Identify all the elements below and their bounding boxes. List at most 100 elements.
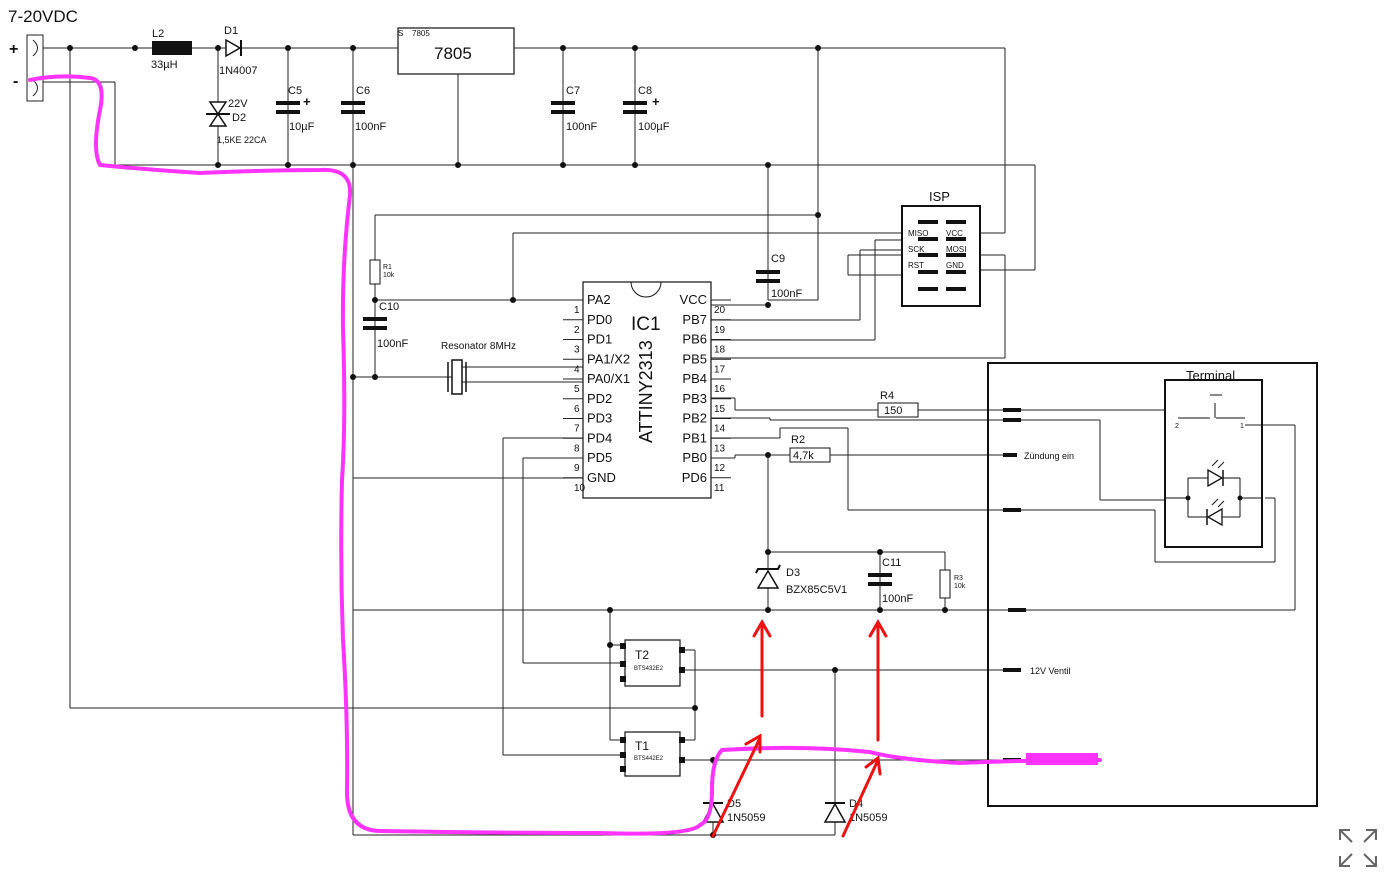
- ic-pin-name: PD3: [587, 411, 612, 426]
- capacitor-c10: C10 100nF: [363, 301, 408, 350]
- c8-value: 100µF: [638, 121, 670, 133]
- ic-pin-number: 18: [714, 345, 726, 356]
- ic-pin-name: PB6: [682, 332, 707, 347]
- t2-part: BTS432E2: [634, 666, 664, 672]
- ic-left-pins: 1PA22PD03PD14PA1/X25PA0/X16PD27PD38PD49P…: [563, 292, 630, 494]
- ic-part: ATTINY2313: [636, 340, 656, 443]
- c10-ref: C10: [379, 301, 399, 313]
- c9-ref: C9: [771, 253, 785, 265]
- ic-pin-name: PD6: [682, 470, 707, 485]
- ic-pin-name: VCC: [680, 292, 707, 307]
- ic-pin-name: PD5: [587, 450, 612, 465]
- capacitor-c11: C11 100nF: [868, 557, 913, 605]
- terminal-ventil-label: 12V Ventil: [1030, 666, 1071, 676]
- resistor-r1: R1 10k: [369, 259, 395, 285]
- ic-pin-name: PA1/X2: [587, 351, 630, 366]
- ic-pin-number: 3: [574, 345, 580, 356]
- d1-ref: D1: [224, 25, 238, 37]
- l2-ref: L2: [152, 28, 164, 40]
- ic1-attiny2313: IC1 ATTINY2313 1PA22PD03PD14PA1/X25PA0/X…: [563, 281, 731, 499]
- ic-pin-number: 12: [714, 463, 726, 474]
- isp-header: ISP MISO VCC SCK MOSI RST GND: [901, 189, 981, 307]
- r3-ref: R3: [954, 575, 963, 582]
- ic-pin-number: 13: [714, 443, 726, 454]
- switch-pin-1: 1: [1240, 423, 1244, 430]
- ic-ref: IC1: [631, 314, 661, 335]
- ic-pin-number: 15: [714, 404, 726, 415]
- c6-value: 100nF: [355, 121, 386, 133]
- d4-value: 1N5059: [849, 812, 888, 824]
- ic-pin-name: PB1: [682, 430, 707, 445]
- c9-value: 100nF: [771, 288, 802, 300]
- ic-pin-number: 10: [574, 483, 586, 494]
- inductor-l2: L2 33µH: [151, 28, 192, 71]
- capacitor-c9: C9 100nF: [756, 253, 802, 300]
- c8-polarity: +: [652, 94, 660, 109]
- c10-value: 100nF: [377, 338, 408, 350]
- resistor-r2: R2 4,7k: [789, 434, 831, 463]
- tvs-diode-d2: 22V D2 1,5KE 22CA: [206, 98, 267, 145]
- ic-pin-number: 6: [574, 404, 580, 415]
- c5-value: 10µF: [289, 121, 315, 133]
- c8-ref: C8: [638, 85, 652, 97]
- ic-pin-number: 7: [574, 424, 580, 435]
- switch-pin-2: 2: [1175, 423, 1179, 430]
- capacitor-c6: C6 100nF: [341, 85, 386, 133]
- ic-right-pins: 20VCC19PB718PB617PB516PB415PB314PB213PB1…: [680, 292, 731, 494]
- c6-ref: C6: [356, 85, 370, 97]
- resonator: Resonator 8MHz: [441, 341, 516, 395]
- magenta-annotation-trace: [28, 74, 1102, 836]
- r3-value: 10k: [954, 583, 966, 590]
- isp-title: ISP: [929, 189, 950, 204]
- junctions: [67, 45, 948, 838]
- c11-value: 100nF: [882, 593, 913, 605]
- isp-pin-gnd: GND: [946, 261, 964, 270]
- d2-ref: D2: [232, 112, 246, 124]
- ic-pin-number: 17: [714, 364, 726, 375]
- supply-plus-label: +: [9, 41, 18, 58]
- ic-pin-name: PA0/X1: [587, 371, 630, 386]
- red-annotation-arrows: [711, 618, 888, 838]
- reg-small-label: 7805: [412, 29, 430, 38]
- d1-value: 1N4007: [219, 65, 258, 77]
- supply-voltage-label: 7-20VDC: [8, 7, 78, 26]
- terminal-zuendung-label: Zündung ein: [1024, 451, 1074, 461]
- r2-value: 4,7k: [793, 450, 814, 462]
- fullscreen-icon[interactable]: [1336, 826, 1380, 870]
- ic-pin-number: 8: [574, 443, 580, 454]
- terminal-block: Terminal 2 1 Zündung ein 12V Venti: [987, 362, 1318, 807]
- ic-pin-number: 9: [574, 463, 580, 474]
- d3-value: BZX85C5V1: [786, 584, 847, 596]
- ic-pin-number: 1: [574, 305, 580, 316]
- supply-minus-label: -: [13, 73, 18, 90]
- isp-pin-mosi: MOSI: [946, 245, 966, 254]
- c5-polarity: +: [303, 94, 311, 109]
- ic-pin-name: PA2: [587, 292, 611, 307]
- c7-ref: C7: [566, 85, 580, 97]
- diode-d5: D5 1N5059: [701, 798, 766, 824]
- d2-value: 1,5KE 22CA: [217, 135, 267, 145]
- t1-part: BTS442E2: [634, 756, 664, 762]
- ic-pin-name: PB0: [682, 450, 707, 465]
- zener-d3: D3 BZX85C5V1: [755, 564, 847, 596]
- d2-voltage: 22V: [228, 98, 248, 110]
- resonator-label: Resonator 8MHz: [441, 341, 516, 352]
- ic-pin-number: 5: [574, 384, 580, 395]
- capacitor-c5: C5 + 10µF: [276, 85, 315, 133]
- ic-pin-name: PB4: [682, 371, 707, 386]
- isp-pin-miso: MISO: [908, 229, 928, 238]
- r2-ref: R2: [791, 434, 805, 446]
- ic-pin-number: 20: [714, 305, 726, 316]
- ic-pin-number: 2: [574, 325, 580, 336]
- ic-pin-name: PD2: [587, 391, 612, 406]
- diode-d4: D4 1N5059: [823, 798, 888, 824]
- ic-pin-number: 14: [714, 424, 726, 435]
- ic-pin-name: GND: [587, 470, 616, 485]
- ic-pin-number: 19: [714, 325, 726, 336]
- reg-pin-label: S: [398, 29, 403, 38]
- isp-pin-vcc: VCC: [946, 229, 963, 238]
- ic-pin-name: PD4: [587, 430, 612, 445]
- capacitor-c8: C8 + 100µF: [623, 85, 670, 133]
- ic-pin-name: PB5: [682, 351, 707, 366]
